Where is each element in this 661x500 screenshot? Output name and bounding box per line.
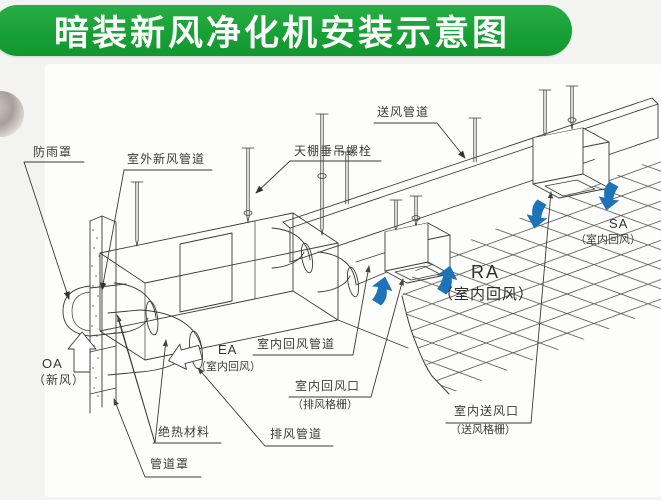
- hanger-rods: [130, 113, 482, 247]
- ceiling-grid: [401, 156, 661, 395]
- label-oa-sub: （新风）: [33, 373, 86, 387]
- label-insulation: 绝热材料: [158, 425, 211, 439]
- label-outdoor-fresh-duct: 室外新风管道: [127, 152, 206, 166]
- label-ea-code: EA: [218, 342, 238, 357]
- leader-lines: [23, 122, 554, 478]
- label-oa-code: OA: [42, 356, 63, 371]
- return-air-up-arrow: [371, 276, 393, 306]
- label-exhaust-duct: 排风管道: [270, 427, 323, 441]
- sa-grille: [544, 179, 596, 197]
- sa-outlet-box: [532, 85, 610, 199]
- label-ea-sub: （室内回风）: [195, 361, 261, 373]
- label-rain-cover: 防雨罩: [33, 145, 73, 159]
- label-sa-sub: （室内回风）: [575, 234, 641, 246]
- label-ceiling-bolt: 天棚垂吊螺栓: [294, 144, 373, 158]
- diagram-panel: [45, 64, 661, 497]
- ea-flow-arrow: [168, 343, 203, 370]
- page-title: 暗装新风净化机安装示意图: [53, 14, 510, 53]
- label-indoor-return-inlet: 室内回风口: [295, 379, 361, 393]
- label-ra-code: RA: [471, 262, 501, 282]
- label-sa-code: SA: [609, 216, 629, 231]
- fresh-air-elbow: [89, 282, 159, 337]
- blue-airflow-arrows: [371, 181, 620, 306]
- label-exhaust-grille: （排风格栅）: [292, 399, 358, 411]
- label-supply-duct: 送风管道: [377, 105, 430, 119]
- unit-access-door: [179, 232, 233, 313]
- oa-flow-arrow: [67, 331, 97, 373]
- supply-air-down-arrow: [598, 181, 620, 211]
- rain-hood: [62, 285, 91, 337]
- label-duct-cover: 管道罩: [150, 457, 190, 471]
- title-banner: 暗装新风净化机安装示意图: [0, 5, 572, 56]
- label-indoor-supply-outlet: 室内送风口: [454, 404, 520, 418]
- label-supply-grille: （送风格栅）: [450, 424, 516, 436]
- product-photo-corner: [0, 91, 24, 137]
- return-air-up-arrow: [436, 265, 458, 295]
- purifier-unit-box: [99, 212, 339, 361]
- ra-outlet-box: [384, 195, 451, 284]
- label-ra-sub: （室内回风）: [438, 286, 535, 303]
- label-indoor-return-duct: 室内回风管道: [257, 337, 336, 351]
- supply-air-down-arrow: [526, 199, 548, 229]
